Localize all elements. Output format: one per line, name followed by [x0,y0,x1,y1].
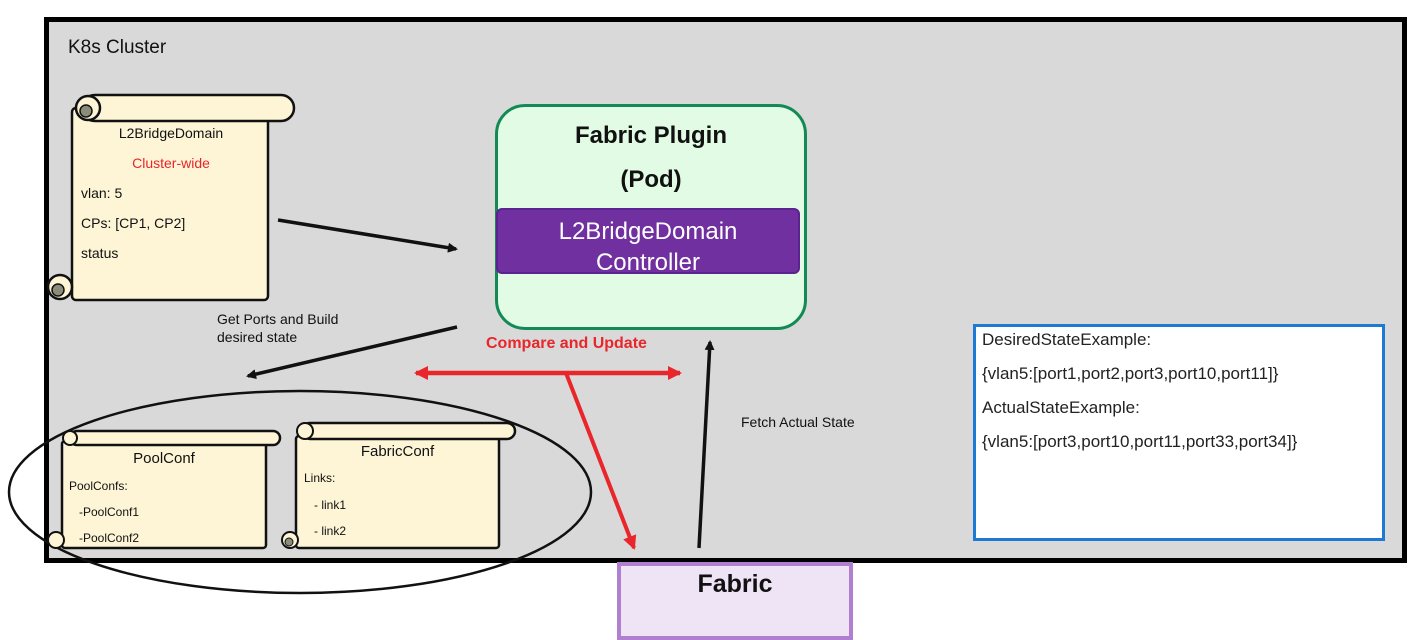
fabricconf-item-1: - link1 [314,498,347,512]
poolconf-header: PoolConfs: [69,479,128,493]
fabricconf-item-2: - link2 [314,524,347,538]
l2-scroll-title: L2BridgeDomain [118,125,224,141]
edge-label-get-ports: Get Ports and Build desired state [217,310,377,346]
poolconf-title: PoolConf [133,450,195,467]
fabricconf-scroll [281,421,517,550]
l2-scroll-scope: Cluster-wide [132,155,210,171]
actual-state-label: ActualStateExample: [982,398,1140,417]
cluster-title: K8s Cluster [68,37,167,58]
l2-scroll-status: status [81,245,119,261]
controller-label-line1: L2BridgeDomain [558,218,738,245]
state-example-box [973,324,1385,541]
desired-state-value: {vlan5:[port1,port2,port3,port10,port11]… [982,364,1279,383]
arrow-l2-to-plugin [277,218,458,253]
fabricconf-title: FabricConf [360,443,435,460]
poolconf-item-1: -PoolConf1 [79,505,140,519]
arrow-fabric-to-plugin [697,340,715,549]
edge-label-compare-update: Compare and Update [486,335,647,352]
l2bridgedomain-scroll [46,93,296,302]
edge-label-get-ports-line2: desired state [217,329,298,345]
actual-state-value: {vlan5:[port3,port10,port11,port33,port3… [982,432,1298,451]
fabric-box [617,562,853,640]
arrow-plugin-to-confs [246,325,458,380]
edge-label-fetch-actual: Fetch Actual State [741,414,855,430]
l2-scroll-vlan: vlan: 5 [81,185,123,201]
fabricconf-header: Links: [304,471,336,485]
l2bridgedomain-controller: L2BridgeDomain Controller [496,208,800,276]
fabric-plugin-subtitle: (Pod) [620,166,682,193]
l2-scroll-cps: CPs: [CP1, CP2] [81,215,186,231]
fabric-plugin-title: Fabric Plugin [574,122,727,149]
desired-state-label: DesiredStateExample: [982,330,1152,349]
arrow-compare-to-fabric [564,372,637,550]
poolconf-scroll [47,429,282,550]
confs-group-ellipse [7,389,593,595]
edge-label-get-ports-line1: Get Ports and Build [217,311,339,327]
fabric-label: Fabric [697,570,773,598]
controller-label-line2: Controller [595,249,701,276]
poolconf-item-2: -PoolConf2 [79,531,140,545]
